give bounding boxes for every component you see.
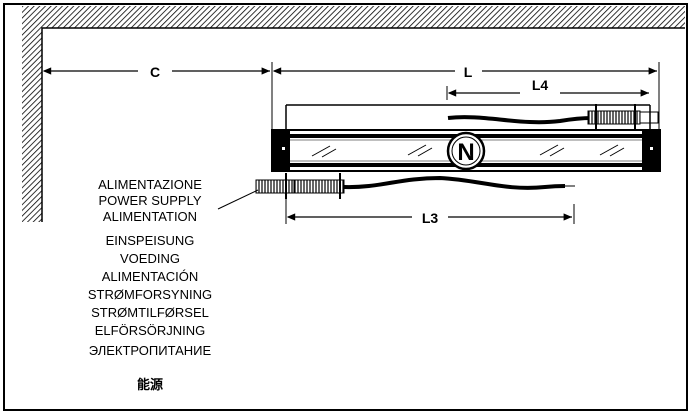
dimension-l-label: L (464, 64, 473, 80)
glass-glare (311, 144, 625, 158)
power-supply-labels: ALIMENTAZIONE POWER SUPPLY ALIMENTATION … (88, 177, 212, 392)
output-cable (447, 104, 659, 130)
dimension-c: C (42, 64, 270, 80)
label-russian: ЭЛЕКТРОПИТАНИЕ (89, 343, 212, 358)
n-emblem-letter: N (457, 139, 474, 166)
endcap-left (272, 130, 290, 171)
label-english: POWER SUPPLY (98, 193, 201, 208)
label-french: ALIMENTATION (103, 209, 197, 224)
dimension-l4: L4 (446, 77, 649, 100)
label-chinese: 能源 (137, 377, 163, 392)
label-spanish: ALIMENTACIÓN (102, 269, 199, 284)
label-italian: ALIMENTAZIONE (98, 177, 202, 192)
dimension-l3: L3 (285, 199, 575, 226)
wall (22, 6, 685, 222)
power-supply-leader (217, 189, 259, 210)
dimension-c-label: C (150, 64, 160, 80)
power-supply-cable (255, 173, 575, 199)
outer-frame (3, 3, 688, 411)
label-german: EINSPEISUNG (106, 233, 195, 248)
dimension-l: L (272, 64, 657, 80)
n-emblem: N (446, 131, 486, 171)
endcap-right (642, 130, 660, 171)
label-dutch: VOEDING (120, 251, 180, 266)
dimension-l3-label: L3 (422, 210, 439, 226)
label-danish: STRØMFORSYNING (88, 287, 212, 302)
dimension-l4-label: L4 (532, 77, 549, 93)
label-swedish: ELFÖRSÖRJNING (95, 323, 206, 338)
label-norwegian: STRØMTILFØRSEL (91, 305, 209, 320)
